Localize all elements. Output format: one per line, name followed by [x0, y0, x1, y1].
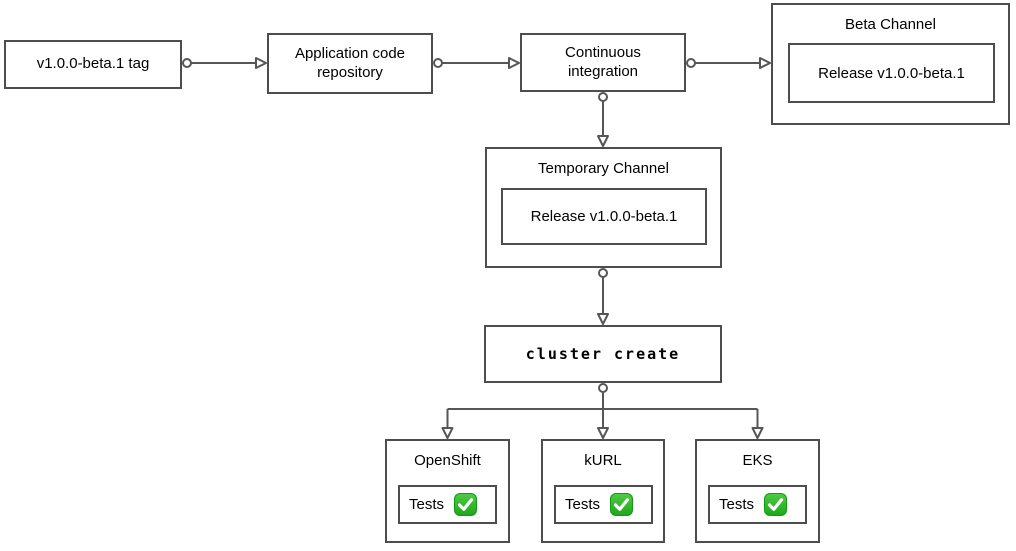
check-mark-icon — [764, 493, 788, 516]
node-kurl-tests: Tests — [554, 485, 653, 524]
edge-ci-to-beta-channel — [686, 57, 771, 69]
kurl-title: kURL — [584, 452, 622, 469]
edge-cluster-create-to-tests — [441, 383, 764, 439]
node-repo-label: Application code repository — [294, 44, 406, 81]
node-continuous-integration: Continuous integration — [520, 33, 686, 92]
node-application-code-repository: Application code repository — [267, 33, 433, 94]
node-eks: EKS Tests — [695, 439, 820, 543]
check-mark-icon — [454, 493, 478, 516]
node-beta-release: Release v1.0.0-beta.1 — [788, 43, 995, 103]
node-openshift: OpenShift Tests — [385, 439, 510, 543]
node-temporary-channel: Temporary Channel Release v1.0.0-beta.1 — [485, 147, 722, 268]
node-kurl: kURL Tests — [541, 439, 665, 543]
beta-channel-title: Beta Channel — [845, 16, 936, 33]
node-version-tag-label: v1.0.0-beta.1 tag — [36, 55, 150, 73]
node-version-tag: v1.0.0-beta.1 tag — [4, 40, 182, 89]
node-cluster-create: cluster create — [484, 325, 722, 383]
beta-release-label: Release v1.0.0-beta.1 — [818, 64, 965, 82]
edge-temporary-channel-to-cluster-create — [597, 268, 609, 325]
cluster-create-label: cluster create — [525, 344, 681, 363]
edge-tag-to-repo — [182, 57, 267, 69]
node-beta-channel: Beta Channel Release v1.0.0-beta.1 — [771, 3, 1010, 125]
temp-release-label: Release v1.0.0-beta.1 — [530, 208, 678, 225]
node-openshift-tests: Tests — [398, 485, 497, 524]
edge-repo-to-ci — [433, 57, 520, 69]
temporary-channel-title: Temporary Channel — [538, 160, 669, 177]
tests-label: Tests — [719, 496, 755, 513]
check-mark-icon — [610, 493, 634, 516]
node-eks-tests: Tests — [708, 485, 807, 524]
openshift-title: OpenShift — [414, 452, 481, 469]
node-ci-label: Continuous integration — [565, 43, 641, 80]
tests-label: Tests — [565, 496, 601, 513]
node-temp-release: Release v1.0.0-beta.1 — [501, 188, 707, 245]
eks-title: EKS — [742, 452, 773, 469]
tests-label: Tests — [409, 496, 445, 513]
edge-ci-to-temporary-channel — [597, 92, 609, 147]
